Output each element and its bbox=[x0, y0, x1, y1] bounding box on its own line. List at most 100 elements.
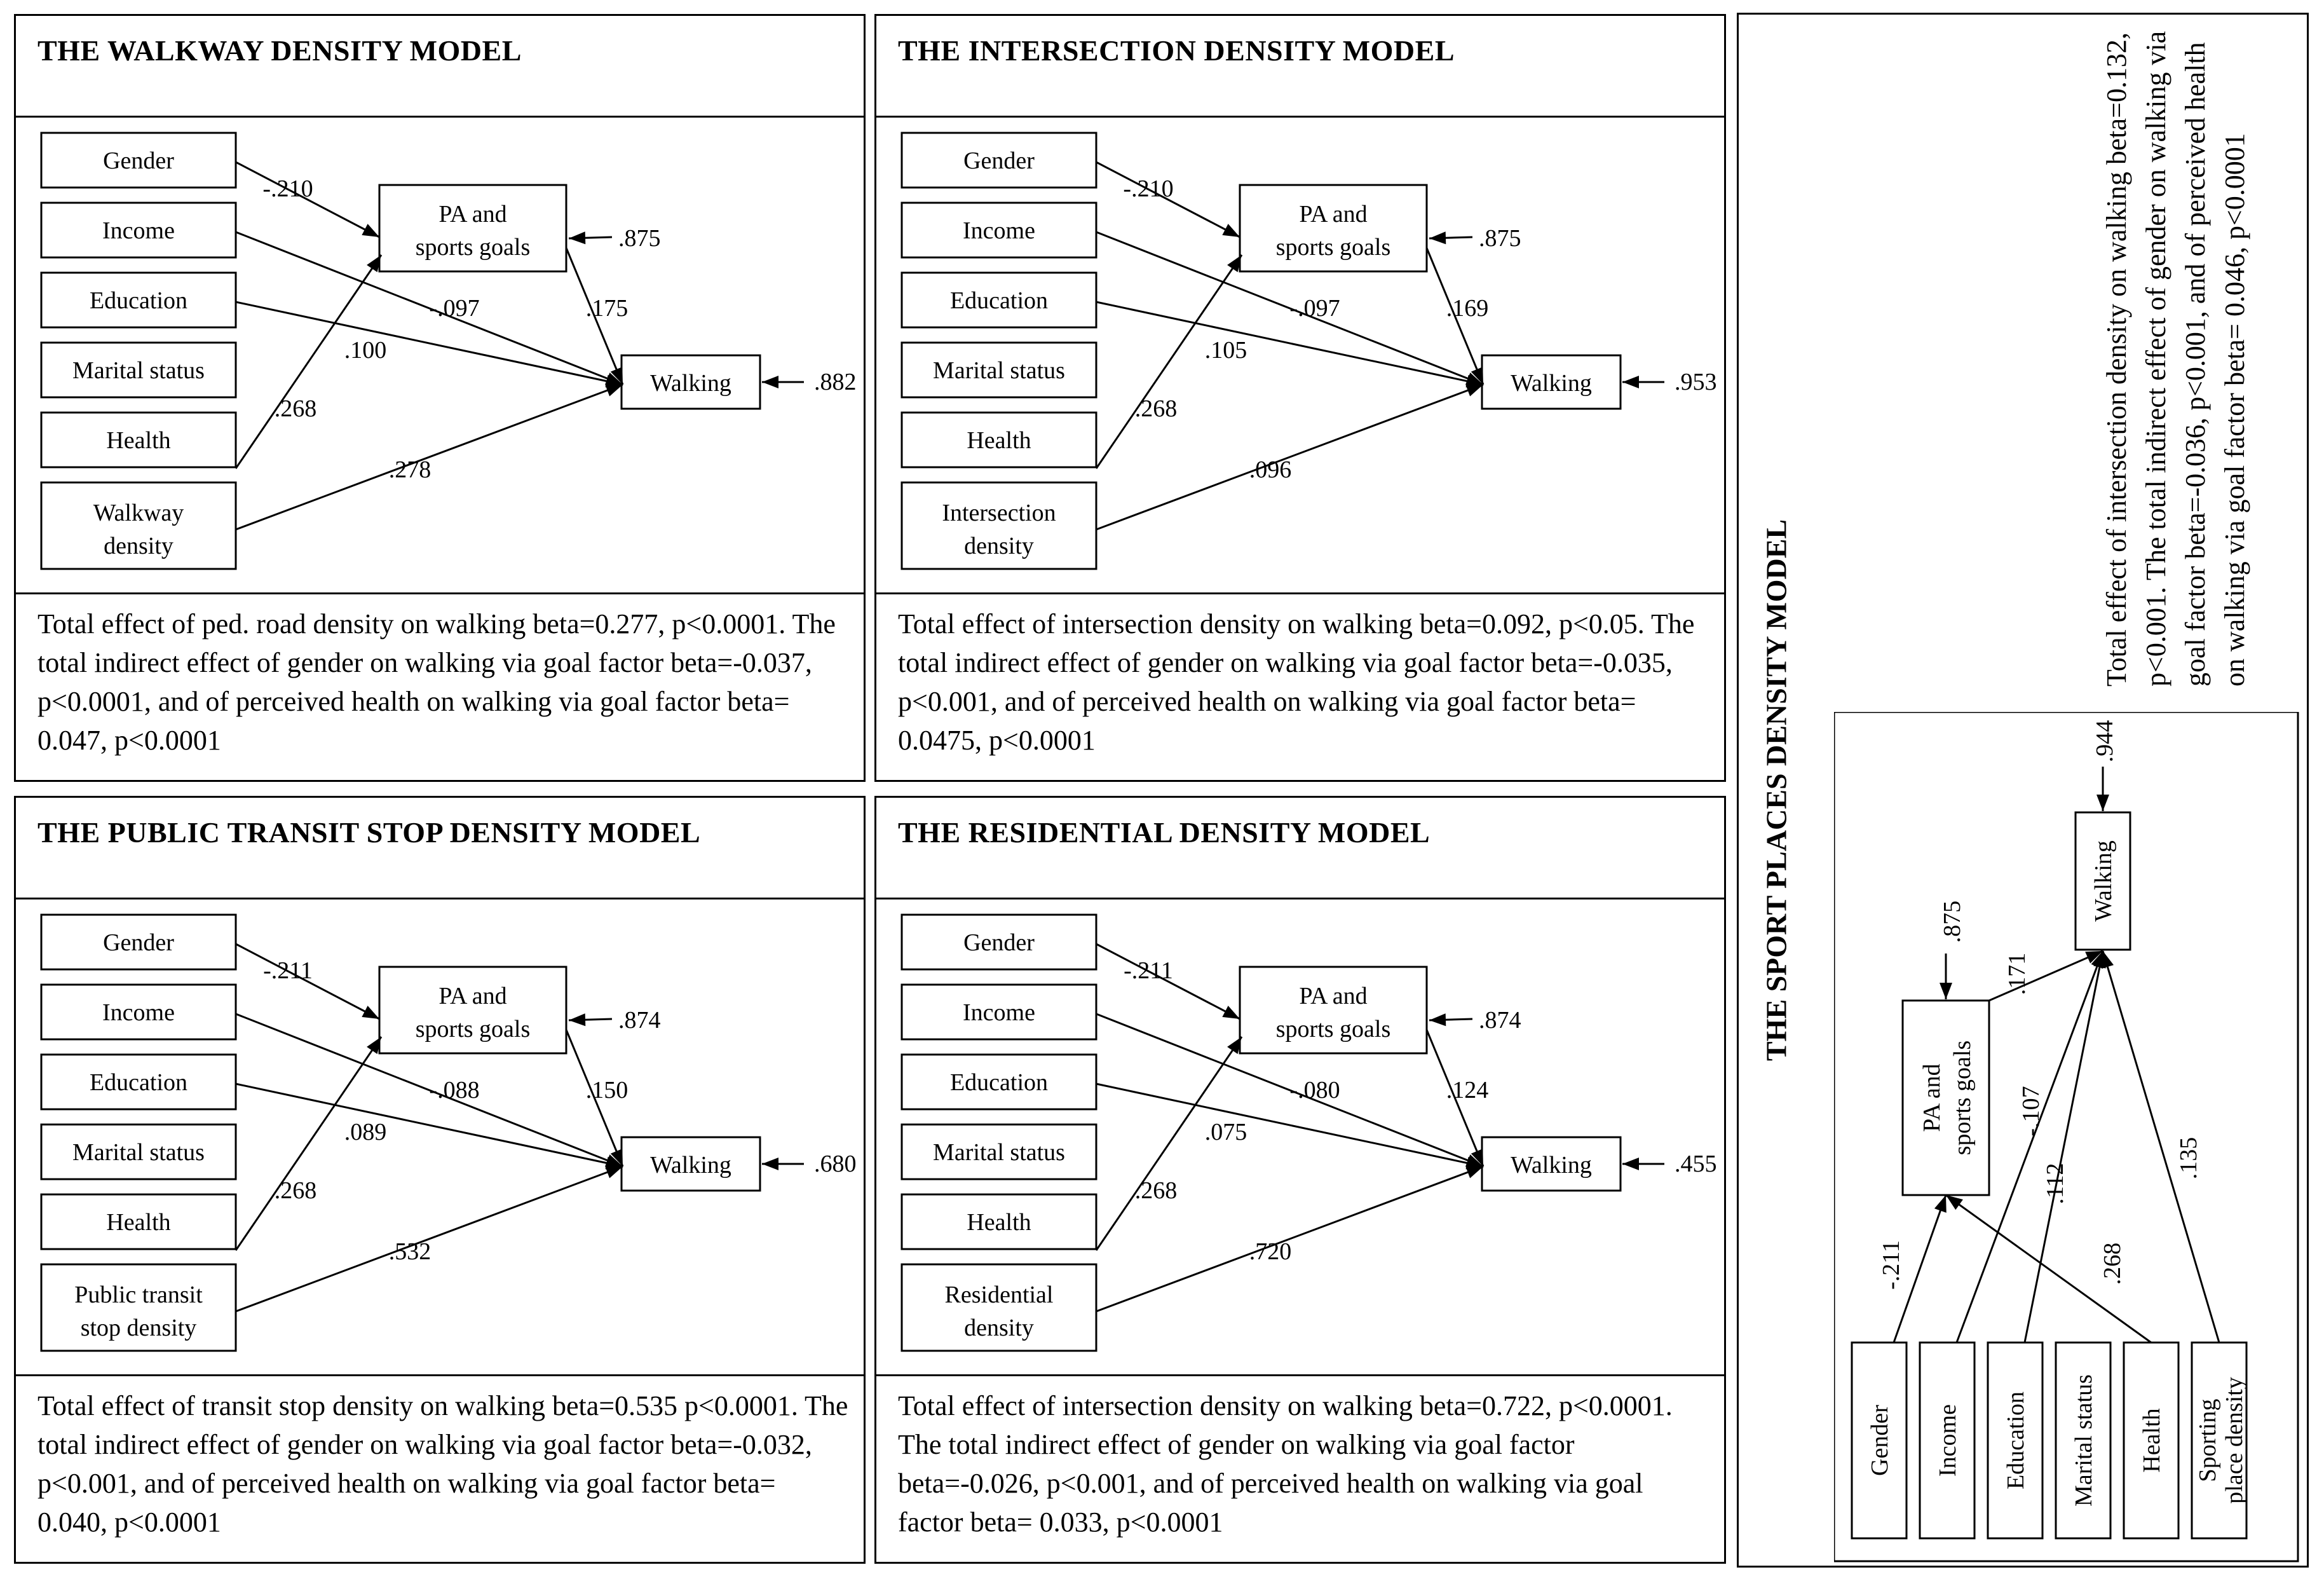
sport-title-container: THE SPORT PLACES DENSITY MODEL bbox=[1737, 13, 1816, 1568]
goal-residual-coef: .875 bbox=[1939, 901, 1966, 943]
health-goal-path bbox=[234, 254, 383, 469]
education-walking-coef: .112 bbox=[2042, 1163, 2069, 1204]
gender-goal-path-arrowhead bbox=[362, 224, 379, 237]
income-walking-coef: -.097 bbox=[429, 295, 479, 322]
gender-goal-coef: -.210 bbox=[262, 175, 313, 202]
exposure-walking-path-arrowhead bbox=[1465, 1166, 1483, 1179]
health-goal-path bbox=[1945, 1194, 2152, 1344]
goal-walking-path-arrowhead bbox=[1471, 1149, 1483, 1166]
education-label: Education bbox=[2002, 1391, 2029, 1489]
goal-walking-coef: .169 bbox=[1446, 295, 1489, 322]
goal-residual-path-arrowhead bbox=[1940, 983, 1952, 999]
gender-goal-path bbox=[1096, 161, 1240, 238]
education-walking-coef: .075 bbox=[1205, 1119, 1247, 1145]
gender-box bbox=[40, 132, 237, 189]
education-box bbox=[900, 271, 1097, 329]
transit-panel: THE PUBLIC TRANSIT STOP DENSITY MODEL Ge… bbox=[14, 796, 866, 1564]
gender-goal-path-arrowhead bbox=[1222, 1006, 1240, 1019]
walking-residual-path-arrowhead bbox=[762, 376, 778, 388]
exposure-walking-coef: .096 bbox=[1249, 456, 1292, 483]
exposure-walking-path bbox=[235, 383, 623, 531]
sport-title: THE SPORT PLACES DENSITY MODEL bbox=[1760, 519, 1793, 1062]
goal-walking-path-arrowhead bbox=[2085, 951, 2103, 964]
education-box bbox=[1987, 1341, 2044, 1540]
education-box bbox=[40, 271, 237, 329]
walking-residual-coef: .944 bbox=[2091, 720, 2118, 763]
walkway-caption: Total effect of ped. road density on wal… bbox=[37, 608, 836, 756]
income-label: Income bbox=[963, 999, 1035, 1026]
education-walking-path-arrowhead bbox=[605, 1156, 623, 1170]
income-walking-coef: -.088 bbox=[429, 1077, 479, 1104]
education-walking-coef: .100 bbox=[344, 337, 387, 364]
marital-status-box bbox=[40, 1123, 237, 1180]
income-label: Income bbox=[102, 217, 175, 244]
walking-residual-path-arrowhead bbox=[762, 1158, 778, 1170]
walking-residual-path-arrowhead bbox=[1622, 1158, 1639, 1170]
exposure-label-line2: stop density bbox=[81, 1315, 197, 1341]
gender-goal-path bbox=[235, 161, 380, 238]
marital-status-label: Marital status bbox=[933, 1139, 1065, 1166]
exposure-box bbox=[900, 481, 1097, 570]
goal-residual-path-arrowhead bbox=[569, 231, 586, 245]
health-goal-coef: .268 bbox=[1135, 1177, 1178, 1204]
walking-residual-path-arrowhead bbox=[1622, 376, 1639, 388]
goal-box bbox=[378, 184, 567, 273]
goal-label-line1: PA and bbox=[1919, 1063, 1945, 1131]
marital-status-box bbox=[900, 1123, 1097, 1180]
goal-walking-path bbox=[565, 247, 624, 385]
goal-residual-coef: .875 bbox=[618, 225, 661, 252]
income-label: Income bbox=[1934, 1404, 1961, 1477]
goal-label-line1: PA and bbox=[1299, 201, 1367, 228]
health-goal-coef: .268 bbox=[275, 395, 317, 422]
health-box bbox=[40, 1193, 237, 1250]
income-walking-coef: -.080 bbox=[1289, 1077, 1340, 1104]
walking-residual-coef: .953 bbox=[1675, 369, 1717, 395]
walking-box bbox=[1481, 354, 1622, 410]
goal-box bbox=[1239, 184, 1428, 273]
goal-walking-path-arrowhead bbox=[610, 1149, 623, 1166]
education-walking-coef: .105 bbox=[1205, 337, 1247, 364]
walking-residual-path-arrowhead bbox=[2096, 795, 2109, 811]
income-box bbox=[40, 983, 237, 1041]
income-walking-coef: -.097 bbox=[1289, 295, 1340, 322]
goal-label-line1: PA and bbox=[1299, 983, 1367, 1009]
education-label: Education bbox=[950, 287, 1048, 314]
marital-status-box bbox=[40, 341, 237, 399]
health-goal-path bbox=[1095, 254, 1243, 469]
goal-walking-coef: .124 bbox=[1446, 1077, 1489, 1104]
exposure-label-line2: density bbox=[104, 533, 173, 559]
exposure-walking-path bbox=[2102, 950, 2220, 1343]
income-box bbox=[900, 202, 1097, 259]
exposure-label-line2: place density bbox=[2221, 1377, 2248, 1503]
exposure-box bbox=[40, 481, 237, 570]
health-box bbox=[2123, 1341, 2180, 1540]
marital-status-label: Marital status bbox=[72, 1139, 205, 1166]
health-label: Health bbox=[967, 1209, 1031, 1236]
income-box bbox=[900, 983, 1097, 1041]
education-walking-path bbox=[235, 301, 623, 386]
gender-goal-path bbox=[235, 943, 380, 1020]
marital-status-box bbox=[2055, 1341, 2112, 1540]
income-walking-path bbox=[1096, 1013, 1484, 1168]
goal-box bbox=[378, 966, 567, 1055]
exposure-walking-path bbox=[235, 1165, 623, 1313]
goal-residual-coef: .874 bbox=[618, 1007, 661, 1034]
health-label: Health bbox=[2138, 1408, 2165, 1472]
transit-title: THE PUBLIC TRANSIT STOP DENSITY MODEL bbox=[16, 798, 864, 899]
health-goal-path-arrowhead bbox=[367, 255, 381, 273]
gender-box bbox=[900, 913, 1097, 971]
income-walking-path bbox=[1096, 231, 1484, 386]
walking-box bbox=[620, 1136, 761, 1192]
exposure-walking-path bbox=[1096, 383, 1484, 531]
gender-goal-coef: -.210 bbox=[1123, 175, 1173, 202]
goal-residual-path-arrowhead bbox=[1429, 231, 1446, 245]
gender-goal-path bbox=[1892, 1194, 1947, 1343]
education-walking-path bbox=[1096, 301, 1484, 386]
goal-walking-coef: .150 bbox=[586, 1077, 629, 1104]
